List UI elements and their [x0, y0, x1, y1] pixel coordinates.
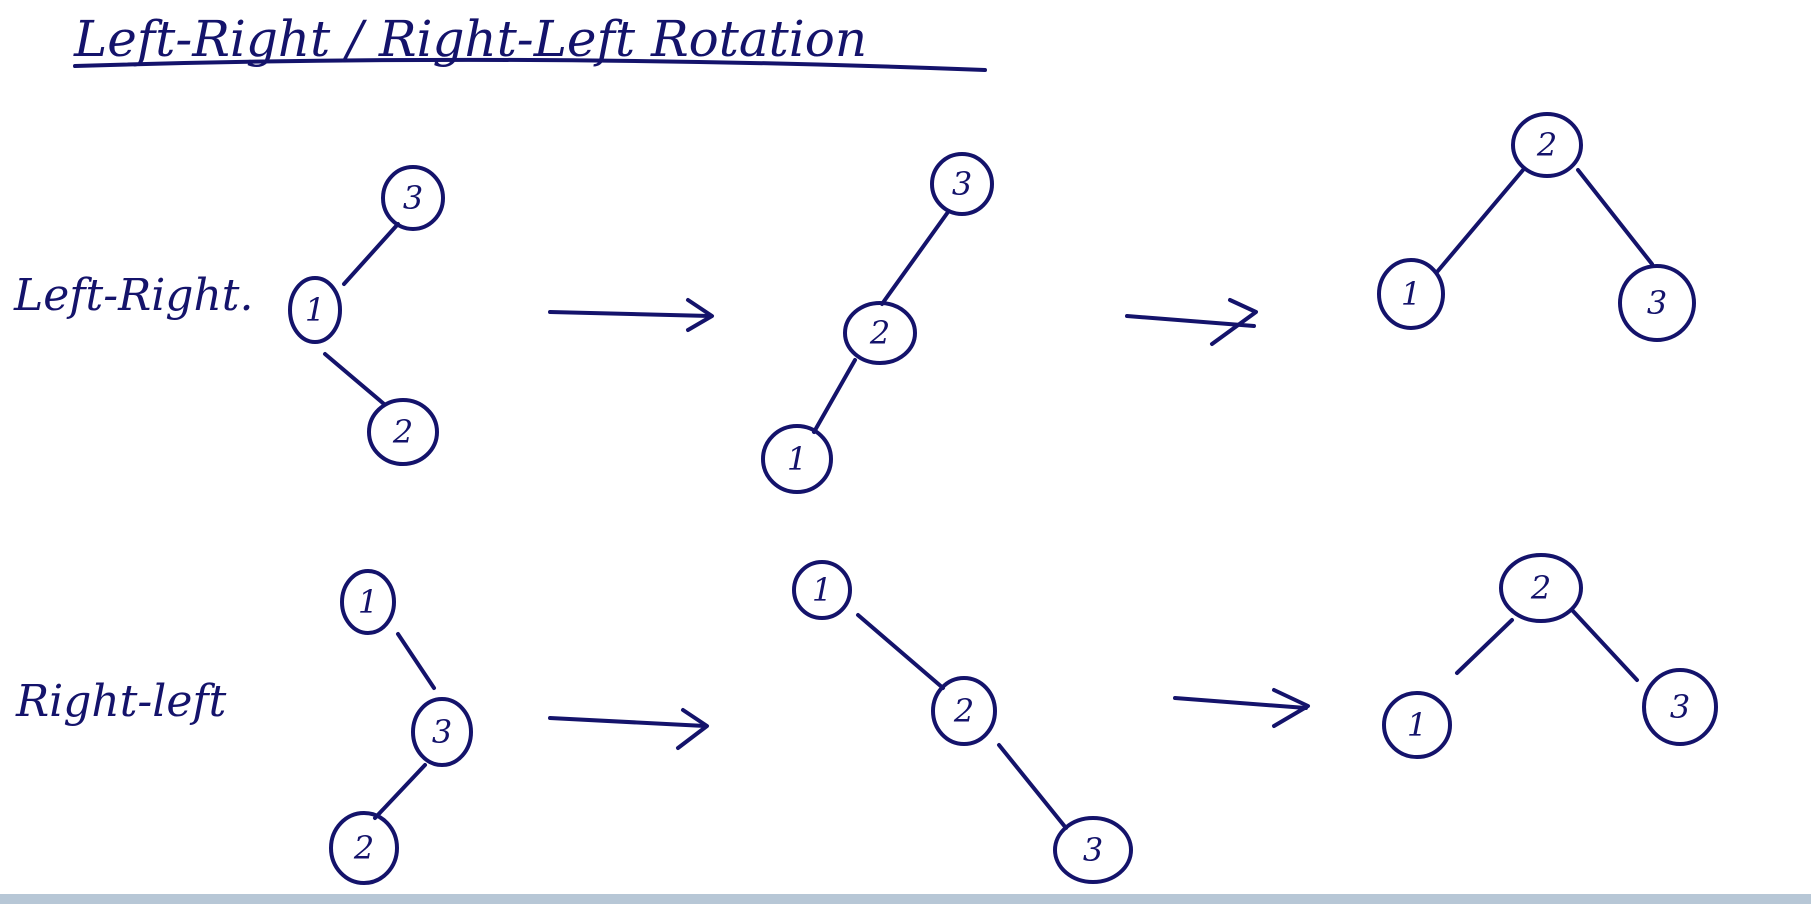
- svg-text:1: 1: [1401, 275, 1421, 313]
- svg-text:1: 1: [1407, 706, 1427, 744]
- tree-node: 2: [843, 301, 917, 365]
- tree-node: 3: [411, 697, 473, 767]
- svg-text:2: 2: [953, 692, 974, 730]
- tree-edge: [997, 743, 1068, 830]
- tree-edge: [880, 210, 950, 306]
- arrow-right-icon: [1173, 688, 1310, 728]
- tree-edge: [342, 222, 400, 286]
- svg-text:2: 2: [1530, 569, 1551, 607]
- svg-text:2: 2: [353, 829, 374, 867]
- svg-text:3: 3: [1647, 284, 1667, 322]
- svg-text:3: 3: [952, 165, 972, 203]
- tree-edge: [1455, 618, 1514, 675]
- svg-text:1: 1: [358, 583, 378, 621]
- tree-node: 2: [1499, 553, 1583, 623]
- svg-text:2: 2: [869, 314, 890, 352]
- tree-node: 3: [381, 165, 445, 231]
- svg-text:3: 3: [403, 179, 423, 217]
- title-underline: [73, 57, 987, 72]
- arrow-right-icon: [1125, 298, 1258, 346]
- svg-text:3: 3: [432, 713, 452, 751]
- tree-edge: [1570, 608, 1639, 682]
- tree-node: 3: [1618, 264, 1696, 342]
- tree-rl-original: 1 3 2: [329, 569, 473, 885]
- tree-node: 2: [367, 398, 439, 466]
- tree-lr-balanced: 2 1 3: [1377, 112, 1696, 342]
- svg-text:1: 1: [812, 571, 832, 609]
- tree-node: 1: [288, 276, 342, 344]
- tree-rl-balanced: 2 1 3: [1382, 553, 1718, 759]
- tree-lr-original: 3 1 2: [288, 165, 445, 466]
- tree-edge: [812, 358, 857, 434]
- svg-text:1: 1: [305, 291, 325, 329]
- tree-node: 1: [792, 560, 852, 620]
- svg-text:3: 3: [1083, 831, 1103, 869]
- svg-text:3: 3: [1670, 688, 1690, 726]
- tree-edge: [856, 613, 945, 690]
- arrow-right-icon: [548, 708, 709, 750]
- tree-node: 2: [1511, 112, 1583, 178]
- tree-edge: [323, 352, 386, 406]
- tree-edge: [1576, 168, 1654, 266]
- tree-node: 2: [931, 676, 997, 746]
- svg-text:2: 2: [1536, 126, 1557, 164]
- bottom-edge-bar: [0, 894, 1811, 904]
- tree-lr-intermediate: 3 2 1: [761, 152, 994, 494]
- row-label-left-right: Left-Right.: [13, 270, 253, 321]
- svg-text:1: 1: [787, 440, 807, 478]
- tree-node: 3: [930, 152, 994, 216]
- tree-node: 1: [340, 569, 396, 635]
- arrow-right-icon: [548, 298, 714, 332]
- tree-edge: [396, 632, 436, 690]
- tree-rl-intermediate: 1 2 3: [792, 560, 1133, 884]
- tree-node: 3: [1642, 668, 1718, 746]
- tree-node: 1: [1382, 691, 1452, 759]
- tree-edge: [1435, 168, 1525, 274]
- tree-node: 1: [761, 424, 833, 494]
- tree-node: 3: [1053, 816, 1133, 884]
- tree-node: 1: [1377, 258, 1445, 330]
- tree-edge: [373, 763, 427, 820]
- tree-node: 2: [329, 811, 399, 885]
- svg-text:2: 2: [392, 413, 413, 451]
- row-label-right-left: Right-left: [15, 676, 227, 727]
